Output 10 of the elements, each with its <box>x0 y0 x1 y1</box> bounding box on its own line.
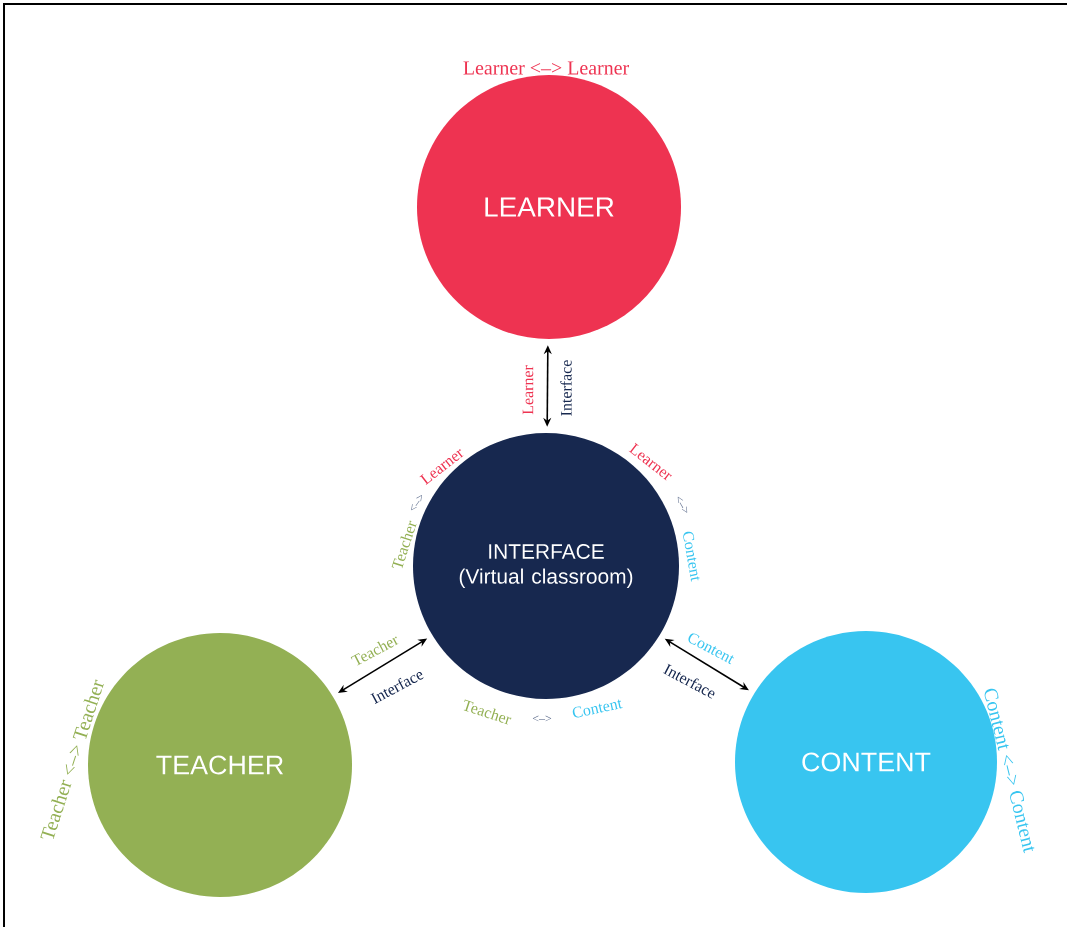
word-label: Interface <box>560 360 572 416</box>
word-label: Learner <box>522 365 534 415</box>
arrow-symbol: <–> <box>411 495 422 511</box>
arrow-symbol: <–> <box>532 715 552 722</box>
arrow-symbol: <–> <box>677 496 688 513</box>
relation-label: Teacher <box>463 699 512 725</box>
circle-node: LEARNER <box>417 75 681 339</box>
relation-label: Learner <–> Learner <box>463 61 629 75</box>
relation-label: Content <box>683 531 700 582</box>
relation-label: Content <box>572 699 623 718</box>
